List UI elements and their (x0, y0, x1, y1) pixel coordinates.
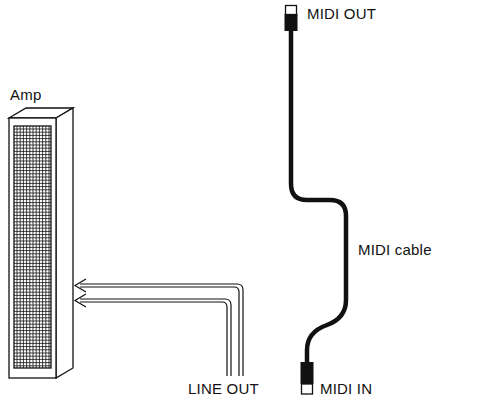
amp-cabinet-outline (4, 84, 84, 384)
amp-label: Amp (10, 86, 41, 104)
cable-label: MIDI cable (358, 241, 432, 259)
port-label: LINE OUT (188, 380, 259, 398)
midi-cable (291, 30, 346, 364)
port-label: MIDI IN (320, 380, 372, 398)
midi-plug-bottom (301, 362, 314, 394)
port-label: MIDI OUT (307, 5, 376, 23)
midi-plug-top (285, 6, 298, 32)
amp-speaker-node: Amp (4, 84, 84, 384)
line-out-arrows (75, 279, 243, 376)
